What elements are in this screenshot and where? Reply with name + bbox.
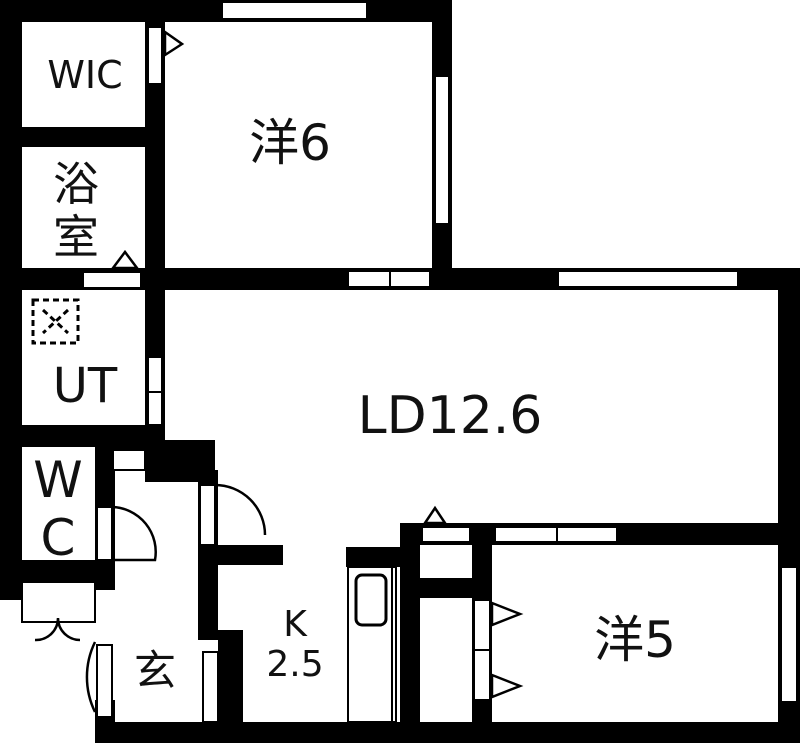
door-swings bbox=[34, 483, 267, 713]
room-label-toilet-line2: C bbox=[40, 508, 76, 567]
room-label-wic: WIC bbox=[47, 53, 123, 97]
triangle-markers bbox=[110, 29, 524, 699]
room-label-toilet-line1: W bbox=[33, 451, 83, 509]
room-label-utility: UT bbox=[52, 358, 118, 414]
windows bbox=[221, 1, 798, 703]
room-label-kitchen: K 2.5 bbox=[255, 605, 335, 684]
room-label-western-5: 洋5 bbox=[594, 611, 676, 669]
doors bbox=[21, 26, 618, 723]
room-label-kitchen-line2: 2.5 bbox=[266, 643, 324, 685]
room-label-toilet: W C bbox=[28, 451, 88, 567]
room-label-kitchen-line1: K bbox=[283, 604, 307, 645]
room-label-bath: 浴 室 bbox=[46, 158, 106, 264]
washing-machine-space bbox=[31, 298, 80, 345]
room-label-living-dining: LD12.6 bbox=[357, 386, 543, 446]
refrigerator bbox=[347, 566, 397, 723]
room-label-western-6: 洋6 bbox=[249, 114, 331, 172]
room-label-entrance: 玄 bbox=[133, 646, 176, 695]
room-label-bath-line1: 浴 bbox=[53, 157, 99, 211]
room-label-bath-line2: 室 bbox=[53, 209, 99, 264]
